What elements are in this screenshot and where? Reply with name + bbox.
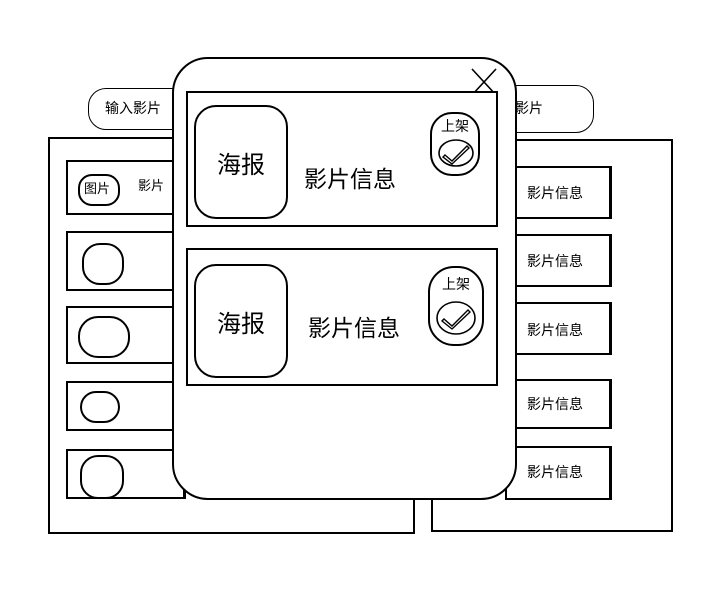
listing-status-badge[interactable]: 上架 bbox=[430, 112, 480, 176]
right-item-info: 影片信息 bbox=[527, 254, 583, 270]
thumbnail: 图片 bbox=[78, 174, 120, 206]
left-item-info: 影片 bbox=[138, 179, 165, 194]
right-list-item[interactable]: 影片信息 bbox=[505, 379, 612, 429]
right-list-item[interactable]: 影片信息 bbox=[505, 302, 612, 355]
poster-image: 海报 bbox=[194, 105, 288, 219]
movie-info: 影片信息 bbox=[308, 316, 400, 342]
left-list-item[interactable] bbox=[66, 381, 186, 431]
movie-modal: 海报 影片信息 上架 海报 影片信息 上架 bbox=[172, 57, 517, 500]
thumbnail-label: 图片 bbox=[84, 182, 111, 197]
thumbnail bbox=[80, 455, 124, 499]
status-label: 上架 bbox=[441, 119, 469, 135]
right-item-info: 影片信息 bbox=[527, 323, 583, 339]
left-list-item[interactable] bbox=[66, 231, 186, 291]
close-icon[interactable] bbox=[466, 65, 500, 99]
poster-label: 海报 bbox=[217, 309, 265, 338]
left-list-item[interactable] bbox=[66, 306, 186, 364]
thumbnail bbox=[78, 316, 130, 358]
right-item-info: 影片信息 bbox=[527, 186, 583, 202]
right-item-info: 影片信息 bbox=[527, 465, 583, 481]
check-icon bbox=[438, 139, 474, 167]
right-list-item[interactable]: 影片信息 bbox=[505, 446, 612, 500]
right-item-info: 影片信息 bbox=[527, 397, 583, 413]
right-list-item[interactable]: 影片信息 bbox=[505, 234, 612, 287]
movie-card[interactable]: 海报 影片信息 上架 bbox=[186, 91, 498, 227]
poster-image: 海报 bbox=[194, 264, 288, 378]
poster-label: 海报 bbox=[217, 150, 265, 179]
thumbnail bbox=[82, 243, 124, 285]
left-search-placeholder: 输入影片 bbox=[105, 101, 161, 117]
left-list-item[interactable] bbox=[66, 449, 186, 499]
left-list-item[interactable]: 图片 影片 bbox=[66, 160, 186, 215]
movie-info: 影片信息 bbox=[304, 167, 396, 193]
status-label: 上架 bbox=[442, 277, 470, 293]
check-icon bbox=[436, 301, 476, 335]
thumbnail bbox=[80, 391, 120, 423]
movie-card[interactable]: 海报 影片信息 上架 bbox=[186, 248, 498, 386]
right-search-placeholder: 影片 bbox=[515, 101, 543, 117]
listing-status-badge[interactable]: 上架 bbox=[428, 266, 484, 346]
right-list-item[interactable]: 影片信息 bbox=[505, 166, 612, 219]
